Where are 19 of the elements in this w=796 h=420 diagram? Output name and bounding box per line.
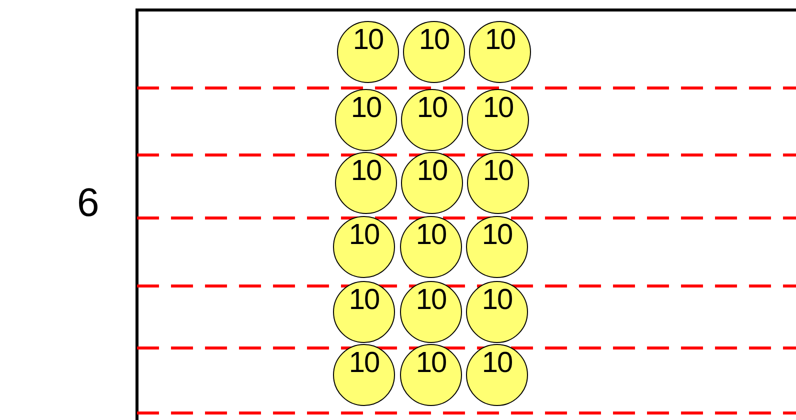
counter-circle: 10	[403, 21, 465, 83]
counter-circle: 10	[467, 89, 529, 151]
counter-circle: 10	[400, 344, 462, 406]
counter-circle: 10	[401, 152, 463, 214]
counter-circle: 10	[335, 89, 397, 151]
counter-circle: 10	[333, 281, 395, 343]
row-count-label: 6	[77, 181, 100, 225]
counter-circle: 10	[466, 216, 528, 278]
counter-circle: 10	[335, 152, 397, 214]
counter-circle: 10	[466, 344, 528, 406]
counter-circle: 10	[400, 281, 462, 343]
counter-circle: 10	[469, 21, 531, 83]
counter-circle: 10	[400, 216, 462, 278]
counter-circle: 10	[466, 281, 528, 343]
counter-circle: 10	[337, 21, 399, 83]
counter-circle: 10	[401, 89, 463, 151]
counter-circle: 10	[467, 152, 529, 214]
counter-circle: 10	[333, 216, 395, 278]
counter-circle: 10	[333, 344, 395, 406]
